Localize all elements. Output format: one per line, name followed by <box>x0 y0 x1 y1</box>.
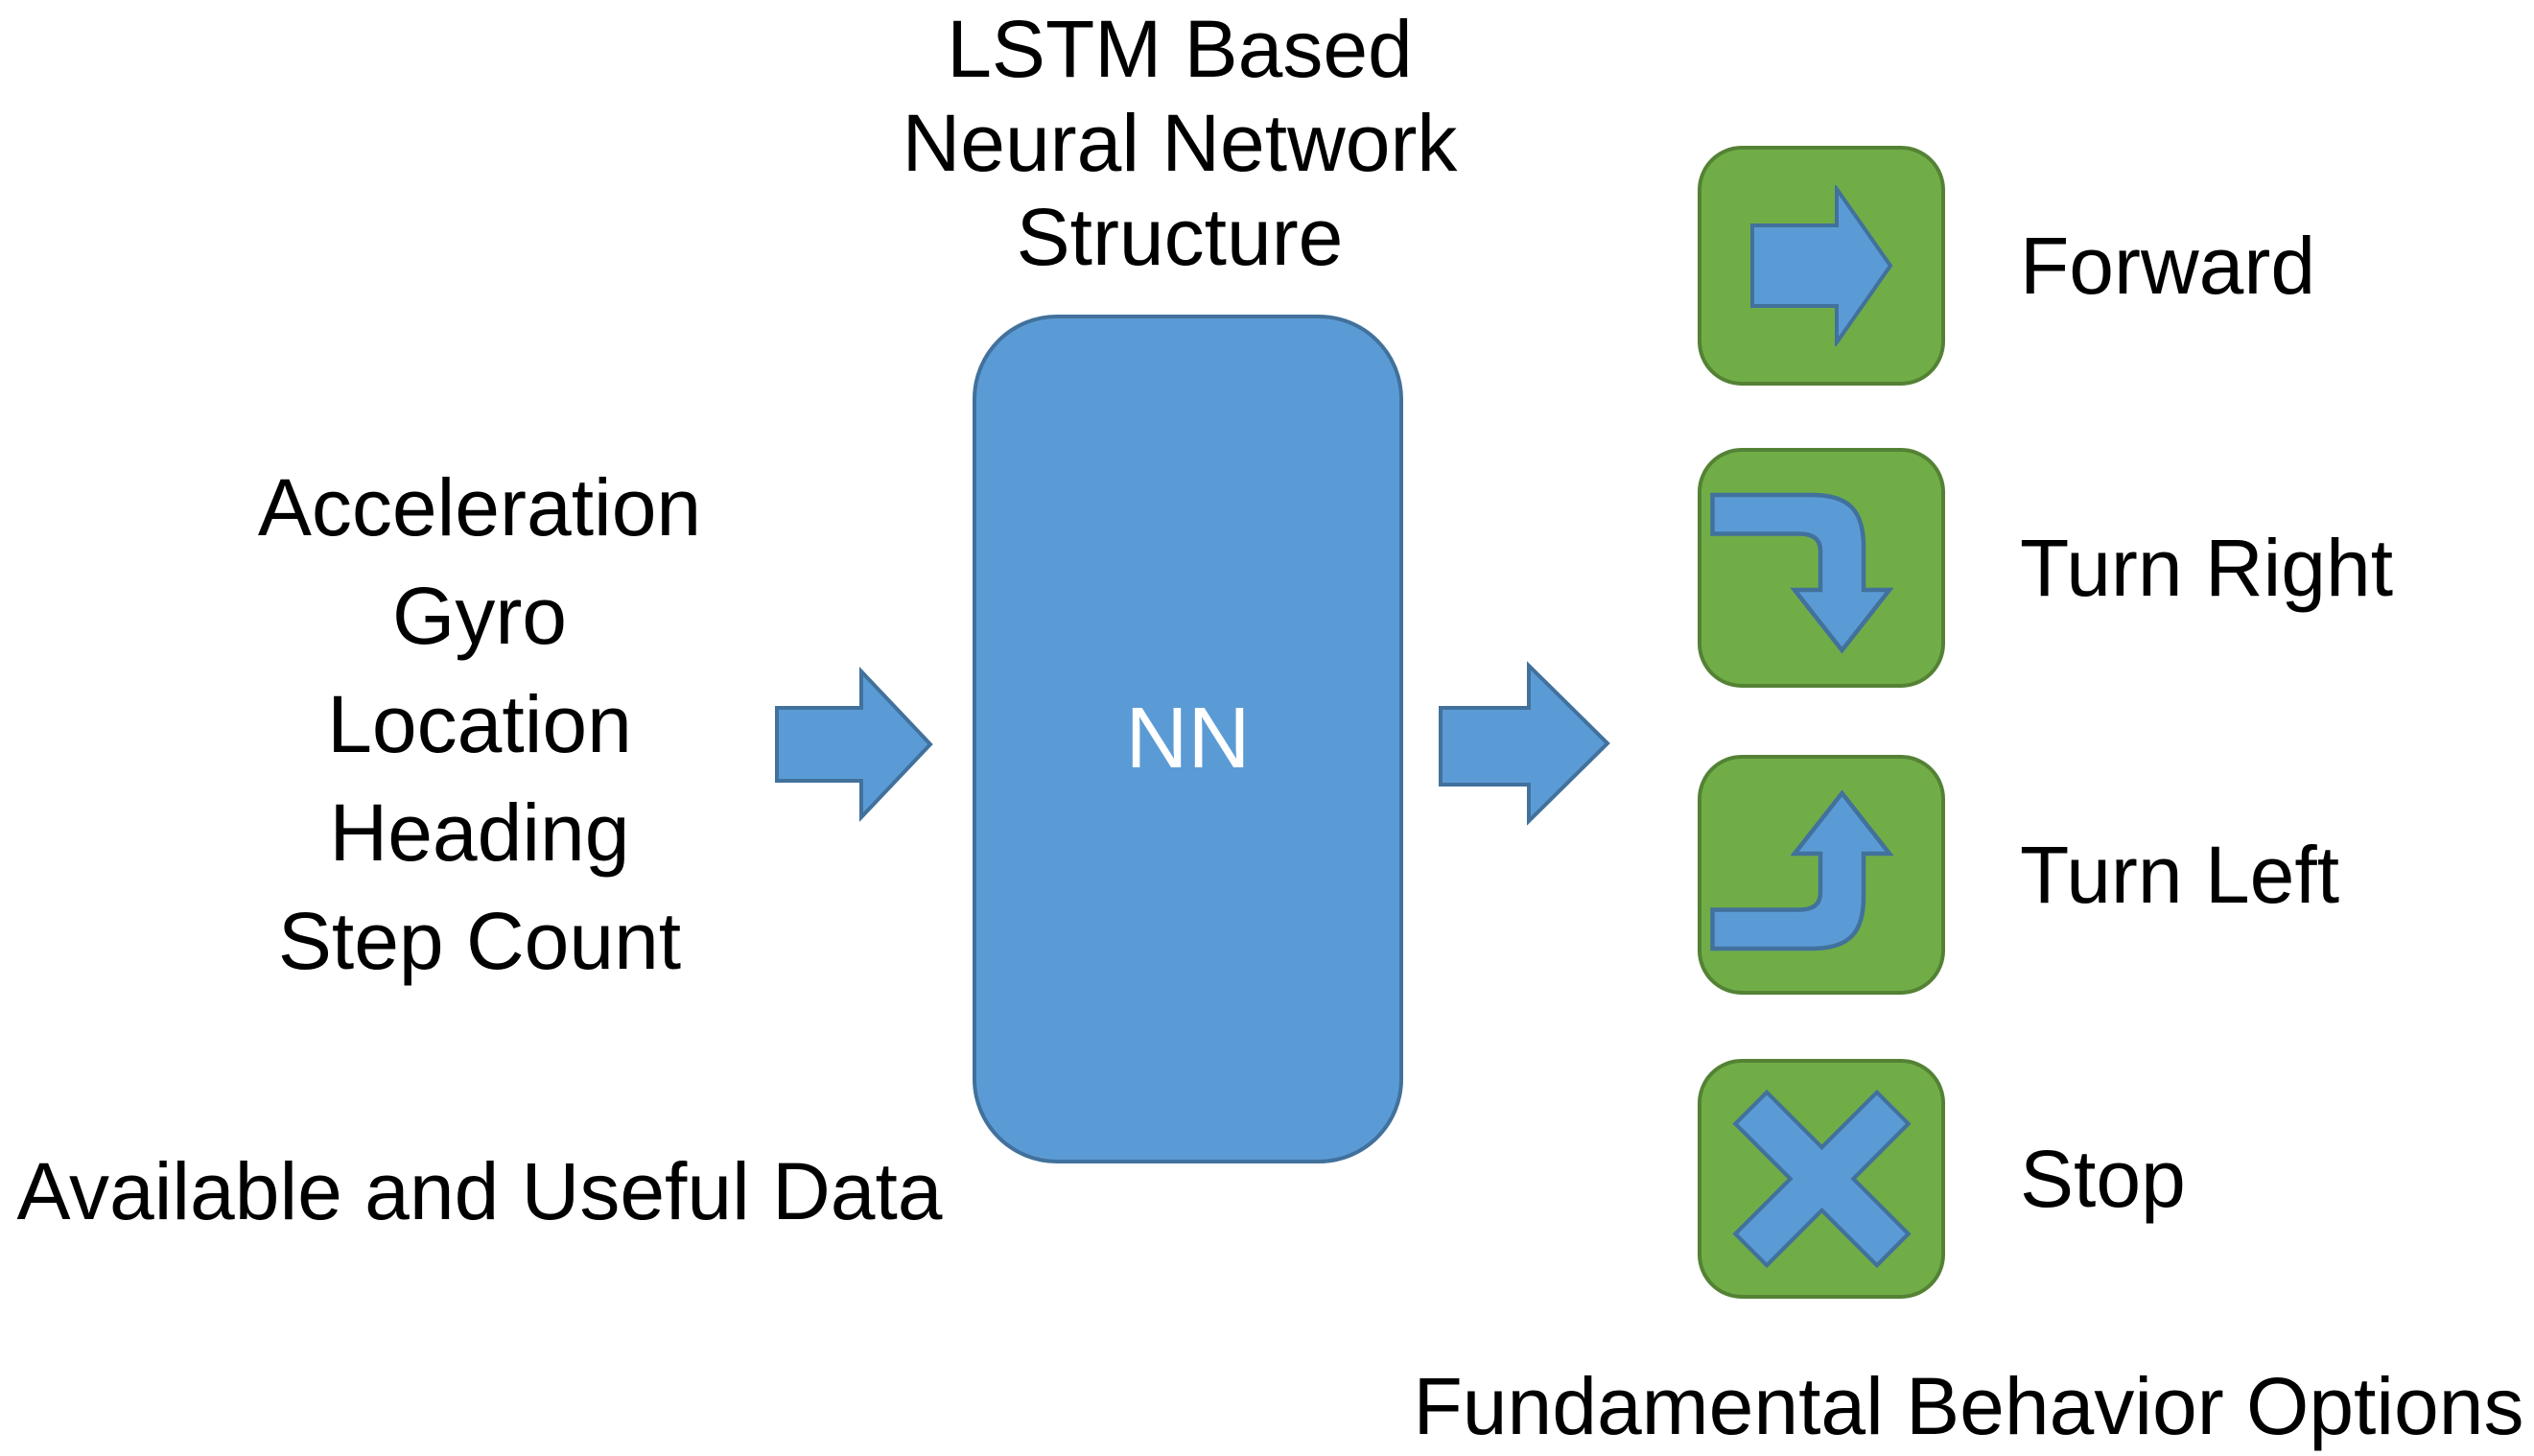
input-item: Heading <box>329 787 630 878</box>
outputs-caption: Fundamental Behavior Options <box>1413 1361 2524 1451</box>
inputs-caption: Available and Useful Data <box>16 1146 943 1236</box>
behavior-label-forward: Forward <box>2020 220 2316 311</box>
behavior-label-turn-right: Turn Right <box>2020 522 2394 613</box>
behavior-row-forward: Forward <box>1698 146 2315 386</box>
behavior-label-stop: Stop <box>2020 1133 2186 1224</box>
diagram-title: LSTM Based Neural Network Structure <box>902 4 1458 282</box>
nn-box: NN <box>973 315 1403 1163</box>
input-item: Gyro <box>391 571 568 661</box>
turn-left-iconbox <box>1698 755 1945 995</box>
forward-iconbox <box>1698 146 1945 386</box>
input-item: Location <box>327 679 632 769</box>
stop-iconbox <box>1698 1059 1945 1299</box>
behavior-row-turn-right: Turn Right <box>1698 448 2393 688</box>
behavior-row-stop: Stop <box>1698 1059 2186 1299</box>
behavior-row-turn-left: Turn Left <box>1698 755 2339 995</box>
turn-right-iconbox <box>1698 448 1945 688</box>
nn-label: NN <box>1125 691 1251 787</box>
x-icon <box>1731 1089 1912 1269</box>
arrow-right-icon <box>1750 185 1893 346</box>
input-item: Acceleration <box>257 462 702 552</box>
turn-right-icon <box>1710 492 1894 654</box>
input-data-list: Acceleration Gyro Location Heading Step … <box>144 454 815 996</box>
turn-left-icon <box>1710 788 1894 951</box>
flow-arrow-right-icon <box>1439 661 1610 826</box>
input-item: Step Count <box>277 896 682 986</box>
flow-arrow-left-icon <box>775 666 933 823</box>
behavior-label-turn-left: Turn Left <box>2020 829 2340 920</box>
